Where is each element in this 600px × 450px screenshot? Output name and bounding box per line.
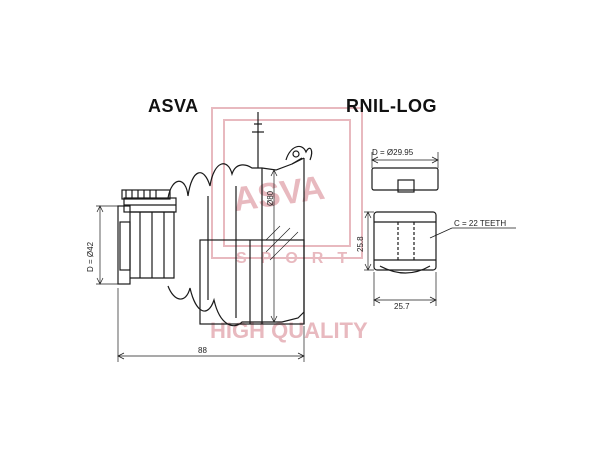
watermark-slogan: HIGH QUALITY xyxy=(210,318,368,343)
bore-diameter-label: D = Ø29.95 xyxy=(372,148,414,157)
small-clamp xyxy=(121,189,171,200)
boot-diameter-label: Ø80 xyxy=(266,190,275,206)
part-number-title: RNIL-LOG xyxy=(346,96,437,116)
brand-title: ASVA xyxy=(148,96,199,116)
teeth-label: C = 22 TEETH xyxy=(454,219,507,228)
dimension-left-diameter xyxy=(96,205,118,285)
joint-shaft-section xyxy=(117,197,177,285)
shaft-diameter-label: D = Ø42 xyxy=(86,241,95,272)
dimension-overall-length xyxy=(117,288,305,362)
boot-upper-profile xyxy=(167,157,303,199)
watermark-inner-frame xyxy=(223,119,351,247)
overall-length-label: 88 xyxy=(198,346,207,355)
large-clamp xyxy=(285,145,313,161)
watermark-frame xyxy=(211,107,363,259)
boot-hatching xyxy=(265,225,299,261)
tripod-part xyxy=(371,167,439,274)
height-label: 25.8 xyxy=(356,236,365,252)
dimension-boot-diameter xyxy=(270,169,278,323)
center-marker xyxy=(252,112,264,168)
watermark-sport-text: SPORT xyxy=(236,250,362,267)
tripod-dimensions xyxy=(364,152,516,306)
joint-housing xyxy=(199,157,305,325)
width-label: 25.7 xyxy=(394,302,410,311)
